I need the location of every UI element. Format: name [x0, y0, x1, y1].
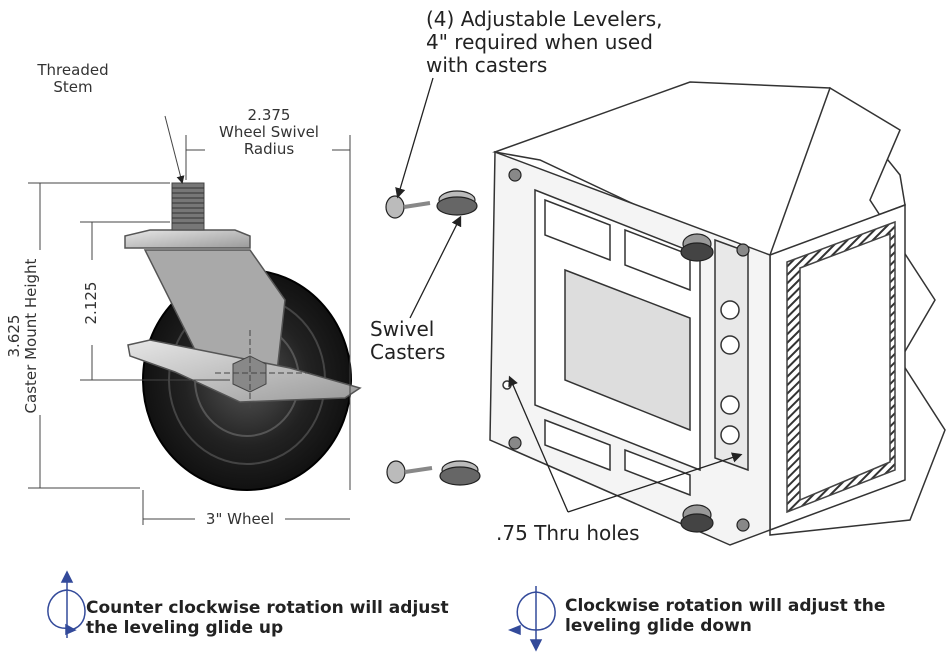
threaded-stem-label: Threaded Stem [18, 62, 128, 96]
swivel-radius-value: 2.375 [247, 106, 291, 124]
swivel-casters-label: Swivel Casters [370, 318, 445, 364]
thru-holes-label: .75 Thru holes [496, 521, 640, 545]
leveler-feet [385, 195, 433, 484]
overall-height-label: 3.625 Caster Mount Height [5, 236, 46, 436]
levelers-label: (4) Adjustable Levelers, 4" required whe… [426, 8, 662, 77]
threaded-stem-line-1: Threaded [37, 61, 109, 79]
cabinet-casters [436, 168, 750, 533]
cw-rotation-note: Clockwise rotation will adjust the level… [565, 596, 885, 636]
swivel-radius-label: 2.375 Wheel Swivel Radius [205, 107, 333, 158]
caster-illustration [124, 182, 362, 491]
ccw-rotation-note: Counter clockwise rotation will adjust t… [86, 598, 449, 638]
cw-rotation-icon [507, 586, 556, 652]
levelers-line-2: 4" required when used [426, 30, 653, 54]
levelers-line-1: (4) Adjustable Levelers, [426, 7, 663, 31]
cw-note-line-1: Clockwise rotation will adjust the [565, 596, 886, 616]
ccw-note-line-2: the leveling glide up [86, 618, 284, 638]
ccw-note-line-1: Counter clockwise rotation will adjust [86, 598, 449, 618]
cw-note-line-2: leveling glide down [565, 616, 752, 636]
caster-mount-plate [124, 229, 251, 249]
thru-holes-leader-2 [567, 452, 743, 513]
overall-height-value: 3.625 [5, 314, 23, 358]
levelers-leader [395, 77, 434, 199]
swivel-radius-line-2: Wheel Swivel [219, 123, 319, 141]
axle-hex [232, 355, 267, 393]
thru-holes-leader-1 [508, 375, 569, 513]
wheel-width-label: 3" Wheel [205, 510, 275, 528]
swivel-casters-line-1: Swivel [370, 317, 435, 341]
stem-height-label: 2.125 [82, 281, 100, 325]
swivel-casters-leader [409, 215, 462, 319]
levelers-line-3: with casters [426, 53, 548, 77]
caster-dimensions [28, 115, 351, 525]
cabinet-illustration [489, 81, 946, 546]
ccw-rotation-icon [47, 570, 86, 638]
swivel-casters-line-2: Casters [370, 340, 446, 364]
threaded-stem-line-2: Stem [53, 78, 93, 96]
swivel-radius-line-3: Radius [243, 140, 295, 158]
threaded-stem [171, 182, 205, 231]
overall-height-text: Caster Mount Height [22, 258, 40, 414]
